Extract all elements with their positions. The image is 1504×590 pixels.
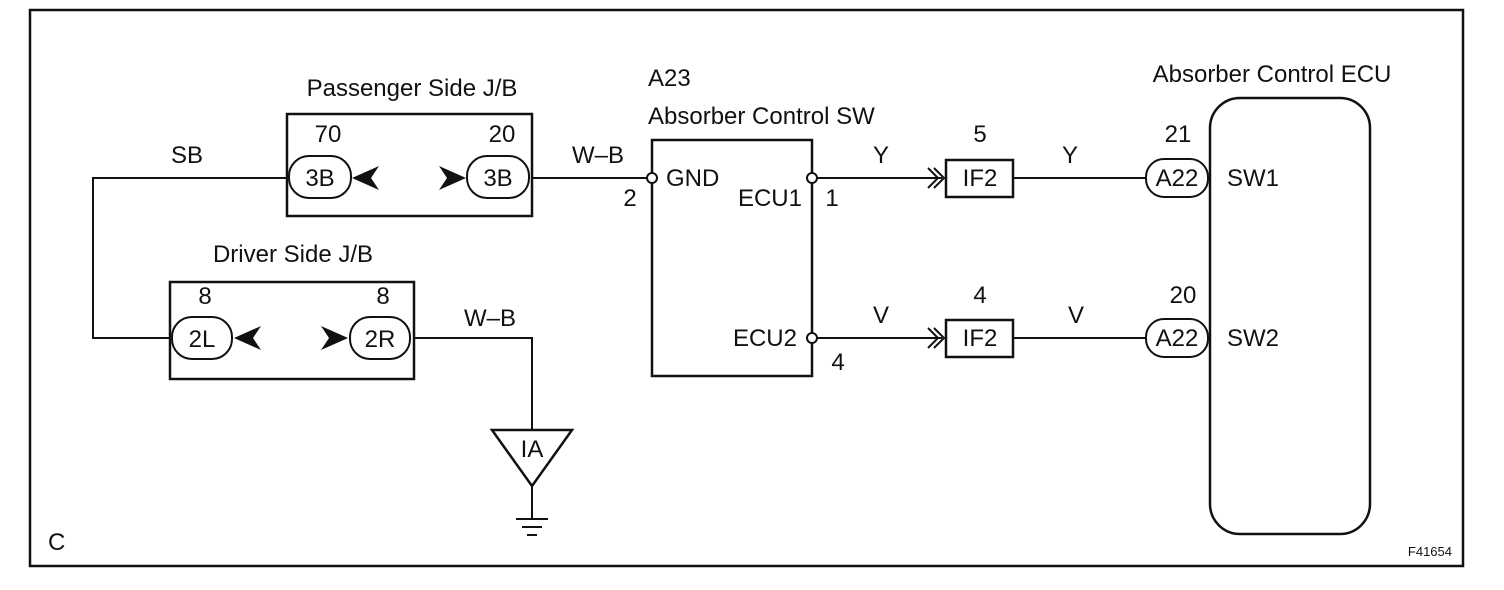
if2-bottom-chevron-icon-2 bbox=[933, 327, 946, 349]
switch-gnd-terminal bbox=[646, 172, 658, 184]
passenger-jb-left-arrow-icon bbox=[352, 166, 379, 190]
passenger-jb-right-pin: 20 bbox=[489, 121, 516, 148]
if2-top-chevron-icon-2 bbox=[933, 167, 946, 189]
driver-jb-right-pin: 8 bbox=[376, 283, 389, 310]
switch-ecu2-terminal bbox=[806, 332, 818, 344]
switch-gnd-label: GND bbox=[666, 165, 719, 192]
ecu-sw1-pin: 21 bbox=[1165, 121, 1192, 148]
figure-id: F41654 bbox=[1408, 544, 1452, 559]
switch-ecu1-label: ECU1 bbox=[738, 185, 802, 212]
wire-sb bbox=[92, 177, 289, 339]
switch-ecu1-terminal bbox=[806, 172, 818, 184]
ground-icon bbox=[516, 518, 548, 536]
connector-3b-left-label: 3B bbox=[305, 165, 334, 192]
ecu-sw2-pin: 20 bbox=[1170, 282, 1197, 309]
diagram-frame bbox=[28, 8, 1465, 568]
wire-label-sb: SB bbox=[171, 142, 203, 169]
connector-a22-top bbox=[1145, 158, 1209, 198]
if2-bottom-box bbox=[944, 318, 1015, 359]
switch-gnd-pin: 2 bbox=[623, 185, 636, 212]
switch-ecu2-pin: 4 bbox=[831, 349, 844, 376]
wire-label-wb-top: W–B bbox=[572, 142, 624, 169]
connector-2r bbox=[349, 316, 411, 360]
if2-top-chevron-icon bbox=[927, 167, 940, 189]
ecu-title: Absorber Control ECU bbox=[1153, 61, 1392, 88]
ground-splice-label: IA bbox=[521, 436, 544, 463]
connector-2l bbox=[171, 316, 233, 360]
connector-a22-top-label: A22 bbox=[1156, 165, 1199, 192]
connector-3b-left bbox=[288, 155, 352, 199]
switch-code: A23 bbox=[648, 65, 691, 92]
wire-label-wb-driver: W–B bbox=[464, 305, 516, 332]
if2-top-pin: 5 bbox=[973, 121, 986, 148]
corner-label: C bbox=[48, 529, 65, 556]
driver-jb-left-arrow-icon bbox=[234, 326, 261, 350]
driver-jb-left-pin: 8 bbox=[198, 283, 211, 310]
passenger-jb-right-arrow-icon bbox=[439, 166, 466, 190]
ecu-box bbox=[1208, 96, 1372, 536]
connector-2l-label: 2L bbox=[189, 326, 216, 353]
if2-top-label: IF2 bbox=[963, 165, 998, 192]
switch-ecu1-pin: 1 bbox=[825, 185, 838, 212]
if2-bottom-pin: 4 bbox=[973, 282, 986, 309]
connector-3b-right bbox=[466, 155, 530, 199]
passenger-jb-title: Passenger Side J/B bbox=[307, 75, 518, 102]
if2-top-box bbox=[944, 158, 1015, 199]
connector-2r-label: 2R bbox=[365, 326, 396, 353]
wire-label-y-left: Y bbox=[873, 142, 889, 169]
ground-splice-triangle bbox=[489, 428, 575, 489]
if2-bottom-chevron-icon bbox=[927, 327, 940, 349]
driver-jb-title: Driver Side J/B bbox=[213, 241, 373, 268]
wire-wb-ground bbox=[412, 337, 533, 430]
if2-bottom-label: IF2 bbox=[963, 325, 998, 352]
connector-a22-bottom-label: A22 bbox=[1156, 325, 1199, 352]
driver-jb-right-arrow-icon bbox=[321, 326, 348, 350]
ecu-sw2-label: SW2 bbox=[1227, 325, 1279, 352]
connector-3b-right-label: 3B bbox=[483, 165, 512, 192]
wire-label-v-right: V bbox=[1068, 302, 1084, 329]
wire-label-y-right: Y bbox=[1062, 142, 1078, 169]
switch-title: Absorber Control SW bbox=[648, 103, 875, 130]
switch-box bbox=[650, 138, 814, 378]
wire-label-v-left: V bbox=[873, 302, 889, 329]
connector-a22-bottom bbox=[1145, 318, 1209, 358]
ecu-sw1-label: SW1 bbox=[1227, 165, 1279, 192]
passenger-jb-left-pin: 70 bbox=[315, 121, 342, 148]
switch-ecu2-label: ECU2 bbox=[733, 325, 797, 352]
